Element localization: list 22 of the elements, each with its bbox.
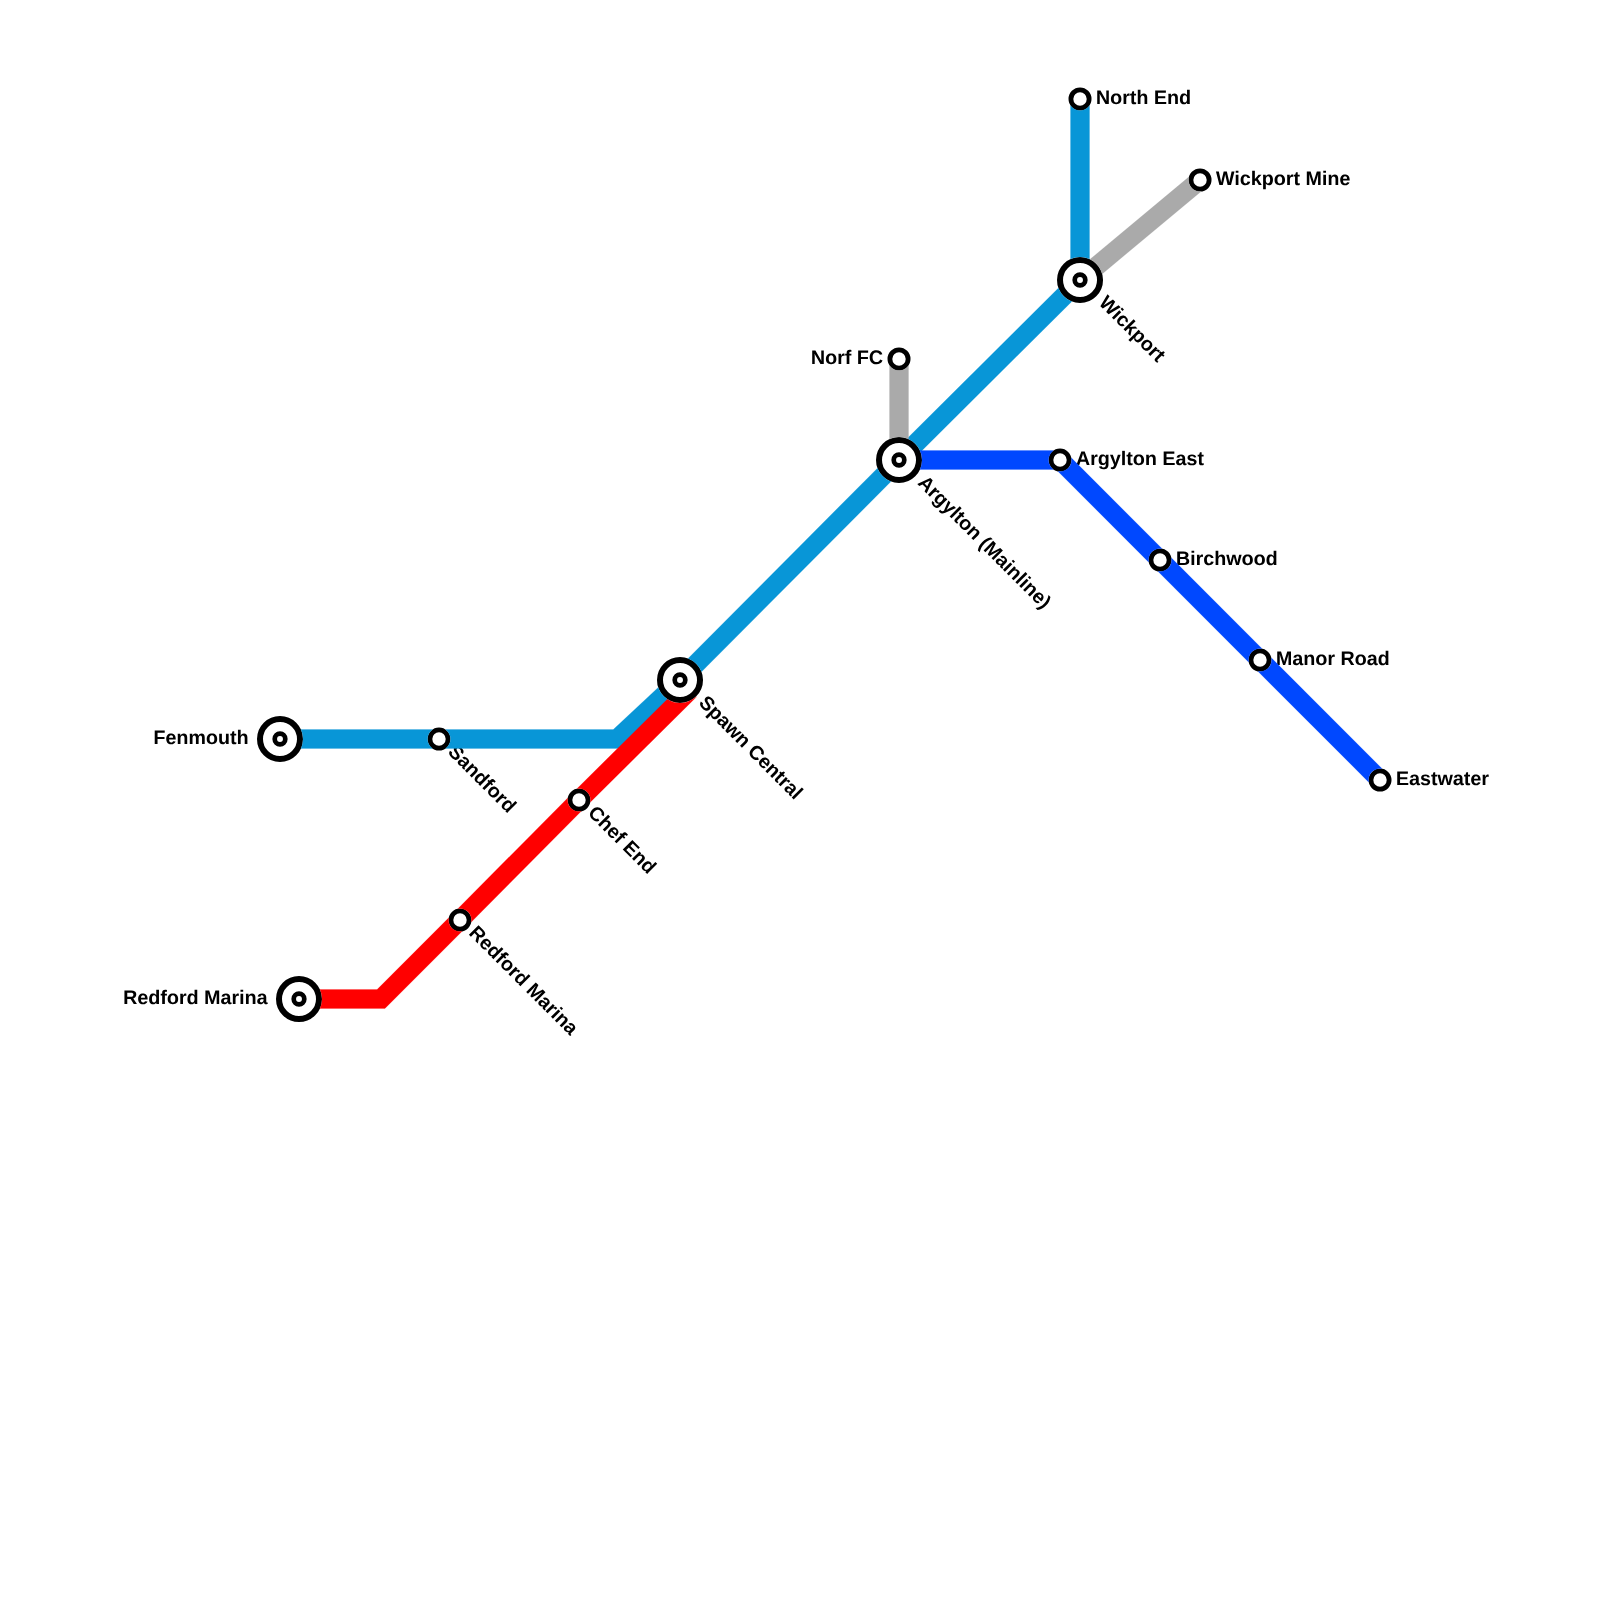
station-label: Eastwater	[1397, 771, 1489, 786]
route-line	[1070, 105, 1090, 260]
route-line	[1157, 557, 1263, 663]
station-label: Birchwood	[1177, 550, 1277, 566]
station-label: Redford Marina	[124, 989, 268, 1005]
route-line	[576, 696, 697, 803]
route-line	[300, 729, 433, 749]
route-line	[1257, 657, 1383, 783]
station-label: North End	[1097, 89, 1190, 105]
route-line	[907, 287, 1072, 453]
route-line	[889, 365, 909, 440]
station-label: Manor Road	[1277, 650, 1389, 666]
route-line	[919, 450, 1054, 470]
route-line	[457, 797, 582, 923]
route-line	[687, 468, 892, 672]
station-label: Wickport Mine	[1215, 170, 1350, 190]
station-label: Norf FC	[812, 349, 883, 365]
route-line	[1089, 176, 1202, 274]
station-label: Fenmouth	[154, 729, 248, 745]
route-line	[1057, 457, 1163, 563]
route-line	[319, 917, 463, 1009]
station-label: Argylton East	[1076, 450, 1204, 470]
